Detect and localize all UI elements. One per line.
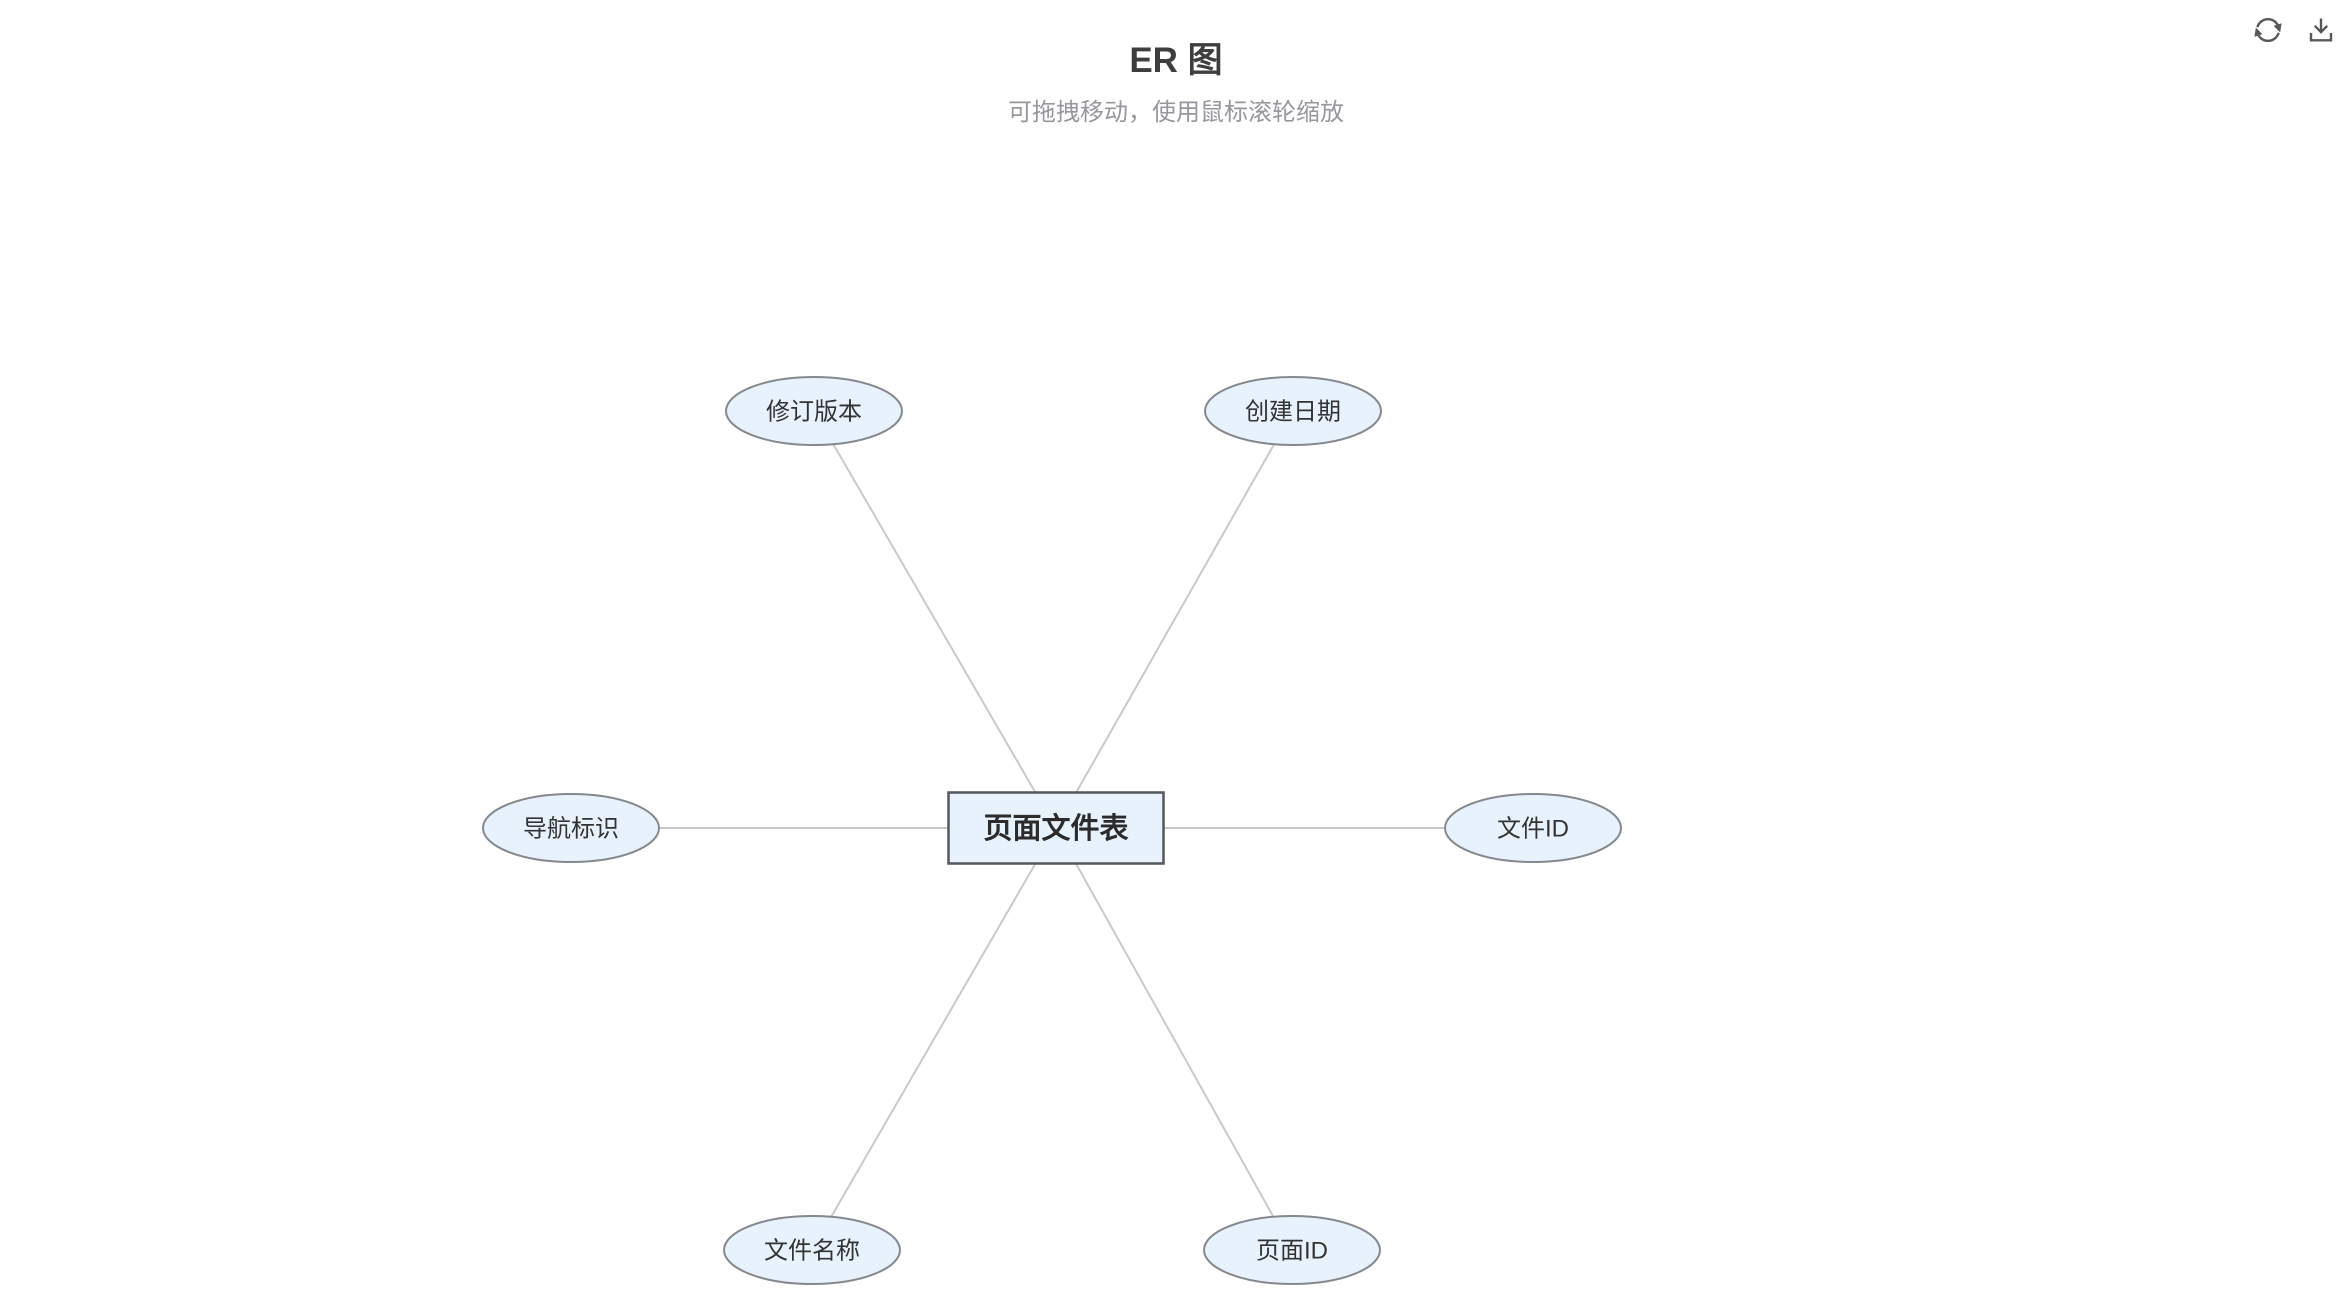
attribute-ellipse — [1444, 793, 1622, 863]
entity-node-page-file-table[interactable]: 页面文件表 — [947, 791, 1165, 865]
attribute-ellipse — [723, 1215, 901, 1285]
attribute-node-page-id[interactable]: 页面ID — [1203, 1215, 1381, 1285]
attribute-label: 文件ID — [1497, 816, 1569, 843]
attribute-ellipse — [482, 793, 660, 863]
attribute-node-file-name[interactable]: 文件名称 — [723, 1215, 901, 1285]
edge-line — [811, 827, 1057, 1251]
edge-line — [813, 410, 1057, 829]
edge-line — [1055, 410, 1294, 829]
refresh-icon — [2254, 18, 2282, 42]
attribute-label: 文件名称 — [764, 1238, 860, 1265]
attribute-node-nav-id[interactable]: 导航标识 — [482, 793, 660, 863]
attribute-ellipse — [725, 376, 903, 446]
attribute-node-file-id[interactable]: 文件ID — [1444, 793, 1622, 863]
entity-rect — [947, 791, 1165, 865]
attribute-label: 修订版本 — [766, 399, 862, 426]
download-button[interactable] — [2303, 12, 2339, 48]
download-icon — [2309, 18, 2333, 42]
attribute-label: 创建日期 — [1245, 399, 1341, 426]
toolbar — [2250, 12, 2339, 48]
page-title: ER 图 — [1129, 41, 1223, 80]
attribute-label: 页面ID — [1256, 1238, 1328, 1265]
refresh-button[interactable] — [2250, 12, 2286, 48]
page-subtitle: 可拖拽移动，使用鼠标滚轮缩放 — [1008, 99, 1344, 126]
attribute-ellipse — [1204, 376, 1382, 446]
attribute-node-revision[interactable]: 修订版本 — [725, 376, 903, 446]
attribute-ellipse — [1203, 1215, 1381, 1285]
edge-line — [1055, 827, 1293, 1251]
attribute-label: 导航标识 — [523, 816, 619, 843]
attribute-node-create-date[interactable]: 创建日期 — [1204, 376, 1382, 446]
entity-label: 页面文件表 — [983, 811, 1128, 845]
